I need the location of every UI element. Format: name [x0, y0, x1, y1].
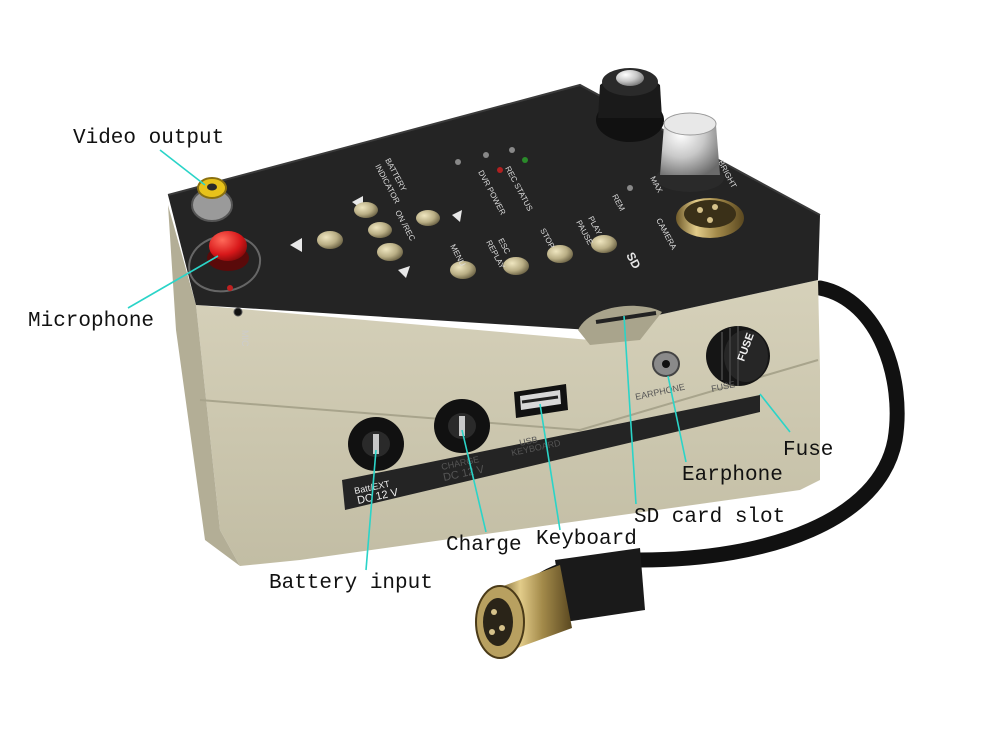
arrow-right-icon: [452, 210, 462, 222]
battery-input-jack: [348, 417, 404, 471]
callout-line-battery-input: [365, 449, 377, 571]
rca-video-output: [191, 177, 233, 222]
red-mic-button: [188, 231, 262, 293]
case-left: [168, 205, 240, 566]
button-menu: [450, 261, 476, 279]
arrow-down-icon: [398, 266, 410, 278]
silver-knob: [656, 112, 724, 192]
charge-jack: [434, 399, 490, 453]
button-play-pause: [591, 235, 617, 253]
button-esc-replay: [503, 257, 529, 275]
cable-connector: [475, 548, 645, 659]
label-battery-input: Battery input: [269, 572, 433, 595]
label-video-output: Video output: [73, 127, 225, 150]
callout-line-video-output: [159, 149, 206, 186]
callout-line-earphone: [667, 375, 687, 463]
front-label-strip: [342, 395, 760, 510]
callout-line-microphone: [127, 255, 219, 309]
earphone-jack: [652, 351, 680, 377]
usb-port: [514, 384, 568, 418]
button-up: [354, 202, 378, 218]
callout-line-charge: [461, 429, 487, 533]
arrow-left-icon: [290, 238, 302, 252]
callout-line-fuse: [759, 393, 791, 433]
button-left: [317, 231, 343, 249]
label-keyboard: Keyboard: [536, 528, 637, 551]
status-leds: [455, 147, 633, 191]
top-panel: [168, 85, 820, 330]
camera-connector: [676, 198, 744, 238]
label-microphone: Microphone: [28, 310, 155, 333]
svg-text:FUSE: FUSE: [710, 379, 736, 394]
callout-line-keyboard: [539, 403, 561, 531]
button-on-rec: [368, 222, 392, 238]
mic-label: MIC: [240, 330, 250, 347]
label-sd-card-slot: SD card slot: [634, 506, 786, 529]
sd-card-slot: [578, 305, 662, 345]
label-fuse: Fuse: [783, 439, 834, 462]
callout-line-sd-card-slot: [623, 315, 637, 505]
black-knob: [596, 68, 664, 142]
label-earphone: Earphone: [682, 464, 783, 487]
button-stop: [547, 245, 573, 263]
button-down: [377, 243, 403, 261]
fuse-holder: [706, 326, 770, 386]
control-buttons: [317, 202, 617, 279]
label-charge: Charge: [446, 534, 522, 557]
button-right: [416, 210, 440, 226]
svg-text:USB: USB: [518, 434, 538, 448]
callout-lines: [127, 149, 791, 571]
